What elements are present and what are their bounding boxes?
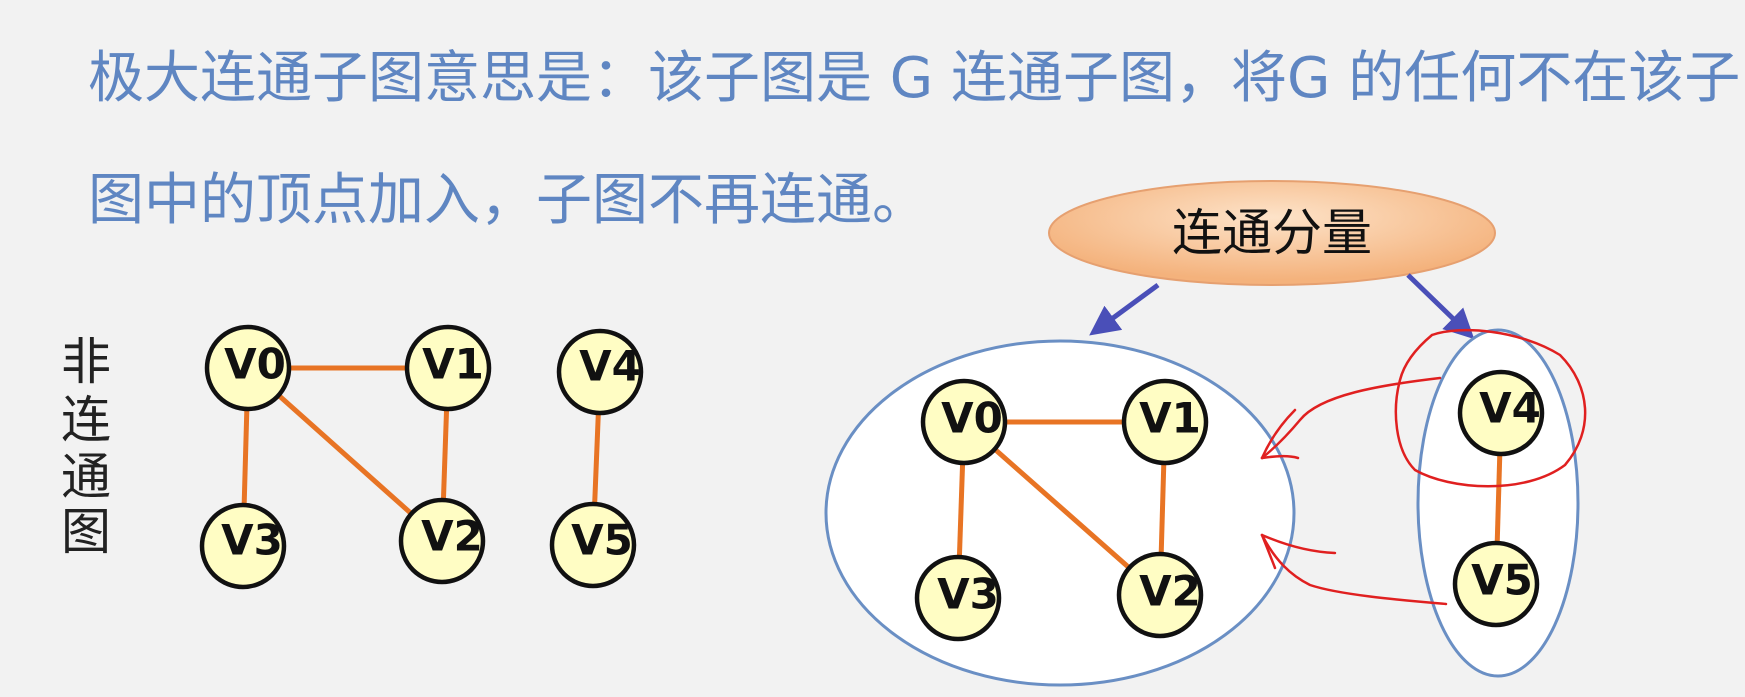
left-node-v0-label: V0 (224, 340, 286, 389)
annotation-arrow-upper-head-2 (1260, 454, 1300, 460)
left-graph-nodes: V0 V1 V4 V3 V2 V5 (199, 324, 644, 590)
left-node-v1: V1 (404, 324, 492, 412)
edge-v0-v2 (246, 366, 444, 543)
component-1-outline (824, 339, 1296, 687)
right-node-v3-label: V3 (937, 570, 999, 619)
callout-arrows (1089, 273, 1475, 340)
right-node-v1: V1 (1121, 378, 1209, 466)
left-node-v3-label: V3 (221, 516, 283, 565)
right-node-v1-label: V1 (1139, 394, 1201, 443)
right-node-v4: V4 (1457, 369, 1545, 457)
left-node-v5: V5 (549, 501, 637, 589)
left-node-v2-label: V2 (421, 512, 483, 561)
annotation-arrow-lower-head-2 (1260, 533, 1337, 555)
side-label-char-2: 连 (61, 391, 111, 449)
left-node-v5-label: V5 (571, 516, 633, 565)
annotation-arrow-upper-head-1 (1260, 408, 1297, 460)
right-node-v5: V5 (1452, 540, 1540, 628)
heading-text: 极大连通子图意思是：该子图是 G 连通子图，将G 的任何不在该子 图中的顶点加入… (88, 18, 1741, 262)
annotation-arrow-lower-head-1 (1260, 533, 1277, 570)
handwritten-annotations (1260, 328, 1587, 606)
left-node-v0: V0 (204, 324, 292, 412)
arrow-to-component-1 (1089, 282, 1160, 336)
callout-bubble: 连通分量 (1048, 180, 1496, 286)
right-graph-nodes: V0 V1 V3 V2 V4 V5 (914, 369, 1545, 642)
side-label-char-3: 通 (61, 448, 111, 506)
right-node-v3: V3 (914, 554, 1002, 642)
side-label: 非 连 通 图 (61, 333, 111, 561)
left-node-v4-label: V4 (579, 342, 641, 391)
right-node-v0: V0 (920, 378, 1008, 466)
side-label-char-4: 图 (61, 503, 111, 561)
right-node-v4-label: V4 (1479, 384, 1541, 433)
left-node-v2: V2 (398, 497, 486, 585)
left-node-v3: V3 (199, 502, 287, 590)
arrow-to-component-2 (1406, 273, 1475, 340)
annotation-circle-v4 (1394, 328, 1587, 488)
side-label-char-1: 非 (61, 333, 111, 391)
annotation-arrow-lower (1260, 533, 1448, 606)
heading-line-2: 图中的顶点加入，子图不再连通。 (88, 168, 928, 233)
right-node-v0-label: V0 (941, 394, 1003, 443)
right-node-v2: V2 (1116, 551, 1204, 639)
heading-line-1: 极大连通子图意思是：该子图是 G 连通子图，将G 的任何不在该子 (88, 46, 1741, 111)
left-node-v1-label: V1 (422, 340, 484, 389)
annotation-arrow-upper (1260, 376, 1442, 460)
left-node-v4: V4 (556, 328, 644, 416)
edge-r-v0-v2 (962, 420, 1162, 597)
callout-label: 连通分量 (1172, 204, 1372, 262)
right-node-v5-label: V5 (1471, 556, 1533, 605)
right-node-v2-label: V2 (1139, 567, 1201, 616)
